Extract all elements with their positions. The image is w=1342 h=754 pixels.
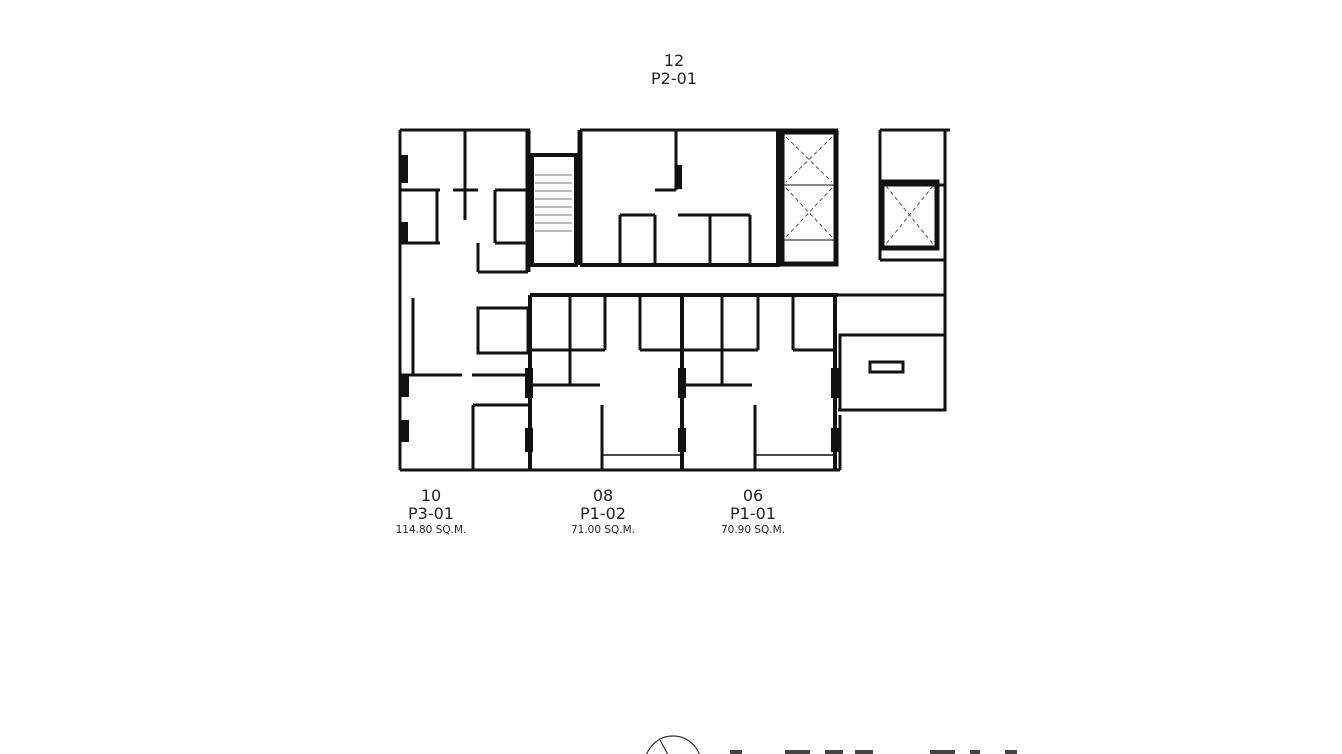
unit-08-label: 08 P1-02 71.00 SQ.M.	[571, 487, 635, 537]
unit-area: 70.90 SQ.M.	[720, 524, 786, 537]
unit-number: 08	[592, 486, 614, 505]
unit-code: P3-01	[408, 503, 454, 523]
unit-area: 71.00 SQ.M.	[570, 524, 636, 537]
unit-code: P1-02	[580, 503, 626, 523]
unit-10-label: 10 P3-01 114.80 SQ.M.	[396, 487, 467, 537]
unit-number: 10	[420, 486, 442, 505]
compass-icon	[646, 735, 700, 754]
unit-06-label: 06 P1-01 70.90 SQ.M.	[721, 487, 785, 537]
unit-12-label: 12 P2-01	[651, 52, 697, 87]
unit-number: 06	[742, 486, 764, 505]
unit-code: P1-01	[730, 503, 776, 523]
unit-area: 114.80 SQ.M.	[395, 524, 467, 537]
unit-number: 12	[663, 51, 685, 70]
unit-code: P2-01	[651, 68, 697, 88]
